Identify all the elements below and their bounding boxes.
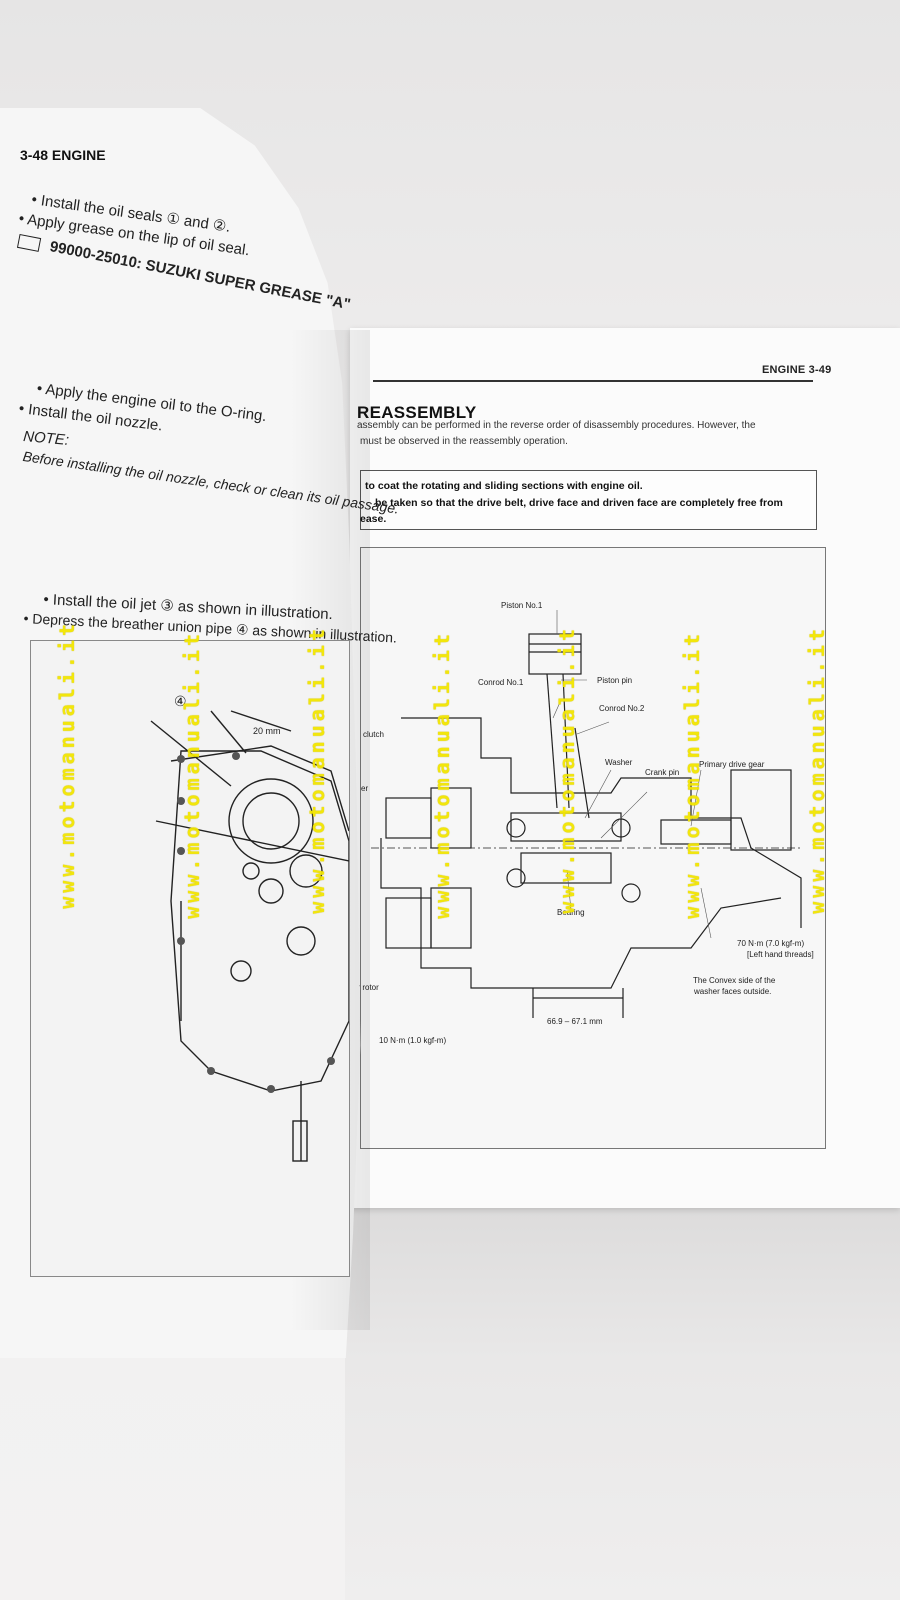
caution-box xyxy=(360,470,817,530)
engine-cross-section-figure: Piston No.1 Piston pin Conrod No.1 Conro… xyxy=(353,547,826,1149)
intro-line-2: must be observed in the reassembly opera… xyxy=(360,436,568,447)
watermark: www.motomanuali.it xyxy=(305,625,329,914)
watermark: www.motomanuali.it xyxy=(555,625,579,914)
label-crank-pin: Crank pin xyxy=(645,768,680,777)
left-page-header: 3-48 ENGINE xyxy=(20,147,106,163)
label-conrod-2: Conrod No.2 xyxy=(599,704,645,713)
watermark: www.motomanuali.it xyxy=(805,625,829,914)
label-piston: Piston No.1 xyxy=(501,601,543,610)
dimension-20mm: 20 mm xyxy=(253,726,281,736)
right-page-header: ENGINE 3-49 xyxy=(762,364,832,376)
label-clutch: clutch xyxy=(363,730,384,739)
label-conrod-1: Conrod No.1 xyxy=(478,678,524,687)
watermark: www.motomanuali.it xyxy=(180,630,204,919)
label-dimension: 66.9 – 67.1 mm xyxy=(547,1017,603,1026)
crankcase-drawing xyxy=(150,710,350,1162)
label-piston-pin: Piston pin xyxy=(597,676,633,685)
label-torque-70: 70 N·m (7.0 kgf-m) xyxy=(737,939,805,948)
label-torque-10: 10 N·m (1.0 kgf-m) xyxy=(379,1036,447,1045)
header-rule xyxy=(373,380,813,382)
section-title: REASSEMBLY xyxy=(357,403,477,422)
watermark: www.motomanuali.it xyxy=(430,630,454,919)
watermark: www.motomanuali.it xyxy=(55,620,79,909)
label-left-hand-threads: [Left hand threads] xyxy=(747,950,814,959)
callout-4: ④ xyxy=(174,693,187,709)
label-convex-1: The Convex side of the xyxy=(693,976,776,985)
caution-line-2: be taken so that the drive belt, drive f… xyxy=(375,497,783,509)
watermark: www.motomanuali.it xyxy=(680,630,704,919)
label-primary-drive-gear: Primary drive gear xyxy=(699,760,765,769)
crankcase-figure: ④ 20 mm xyxy=(30,640,350,1277)
table-surface xyxy=(345,1200,900,1600)
caution-line-3: ease. xyxy=(360,513,387,525)
label-washer: Washer xyxy=(605,758,633,767)
caution-line-1: to coat the rotating and sliding section… xyxy=(365,480,643,492)
engine-cross-section-drawing xyxy=(371,610,802,1018)
label-er: er xyxy=(361,784,368,793)
intro-line-1: assembly can be performed in the reverse… xyxy=(357,420,756,431)
label-bearing: Bearing xyxy=(557,908,585,917)
grease-icon xyxy=(16,233,42,252)
label-rotor: or rotor xyxy=(353,983,379,992)
label-convex-2: washer faces outside. xyxy=(694,987,772,996)
